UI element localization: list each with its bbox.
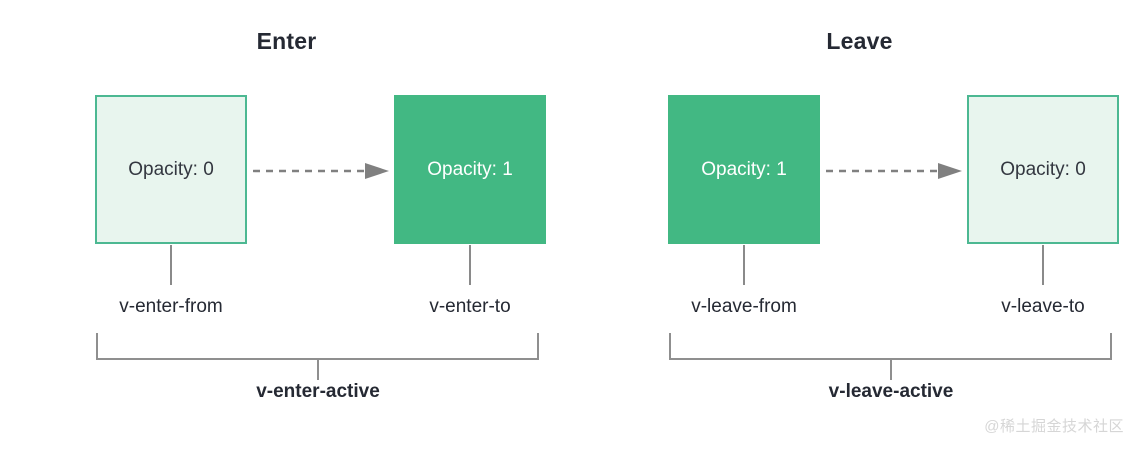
- leave-to-state-box: Opacity: 0: [967, 95, 1119, 244]
- enter-section-title: Enter: [256, 28, 317, 54]
- enter-to-opacity-text: Opacity: 1: [427, 158, 513, 180]
- leave-from-opacity-text: Opacity: 1: [701, 158, 787, 180]
- enter-transition-arrow-icon: [253, 163, 389, 179]
- enter-from-opacity-text: Opacity: 0: [128, 158, 214, 180]
- leave-from-class-label: v-leave-from: [691, 296, 797, 317]
- leave-active-bracket-stem: [890, 358, 892, 380]
- leave-to-opacity-text: Opacity: 0: [1000, 158, 1086, 180]
- enter-from-state-box: Opacity: 0: [95, 95, 247, 244]
- leave-active-bracket: [669, 333, 1112, 360]
- enter-to-state-box: Opacity: 1: [394, 95, 546, 244]
- enter-to-class-label: v-enter-to: [429, 296, 511, 317]
- watermark: @稀土掘金技术社区: [984, 418, 1124, 435]
- enter-active-bracket-stem: [317, 358, 319, 380]
- enter-active-bracket: [96, 333, 539, 360]
- leave-active-class-label: v-leave-active: [828, 381, 954, 402]
- leave-transition-arrow-icon: [826, 163, 962, 179]
- leave-to-connector-line: [1042, 245, 1044, 285]
- leave-section: Leave Opacity: 1 Opacity: 0 v-leave-from…: [573, 0, 1146, 450]
- leave-section-title: Leave: [826, 28, 893, 54]
- enter-to-connector-line: [469, 245, 471, 285]
- enter-from-connector-line: [170, 245, 172, 285]
- leave-from-connector-line: [743, 245, 745, 285]
- leave-to-class-label: v-leave-to: [1001, 296, 1085, 317]
- enter-section: Enter Opacity: 0 Opacity: 1 v-enter-from…: [95, 28, 546, 402]
- enter-from-class-label: v-enter-from: [119, 296, 223, 317]
- enter-active-class-label: v-enter-active: [256, 381, 380, 402]
- leave-from-state-box: Opacity: 1: [668, 95, 820, 244]
